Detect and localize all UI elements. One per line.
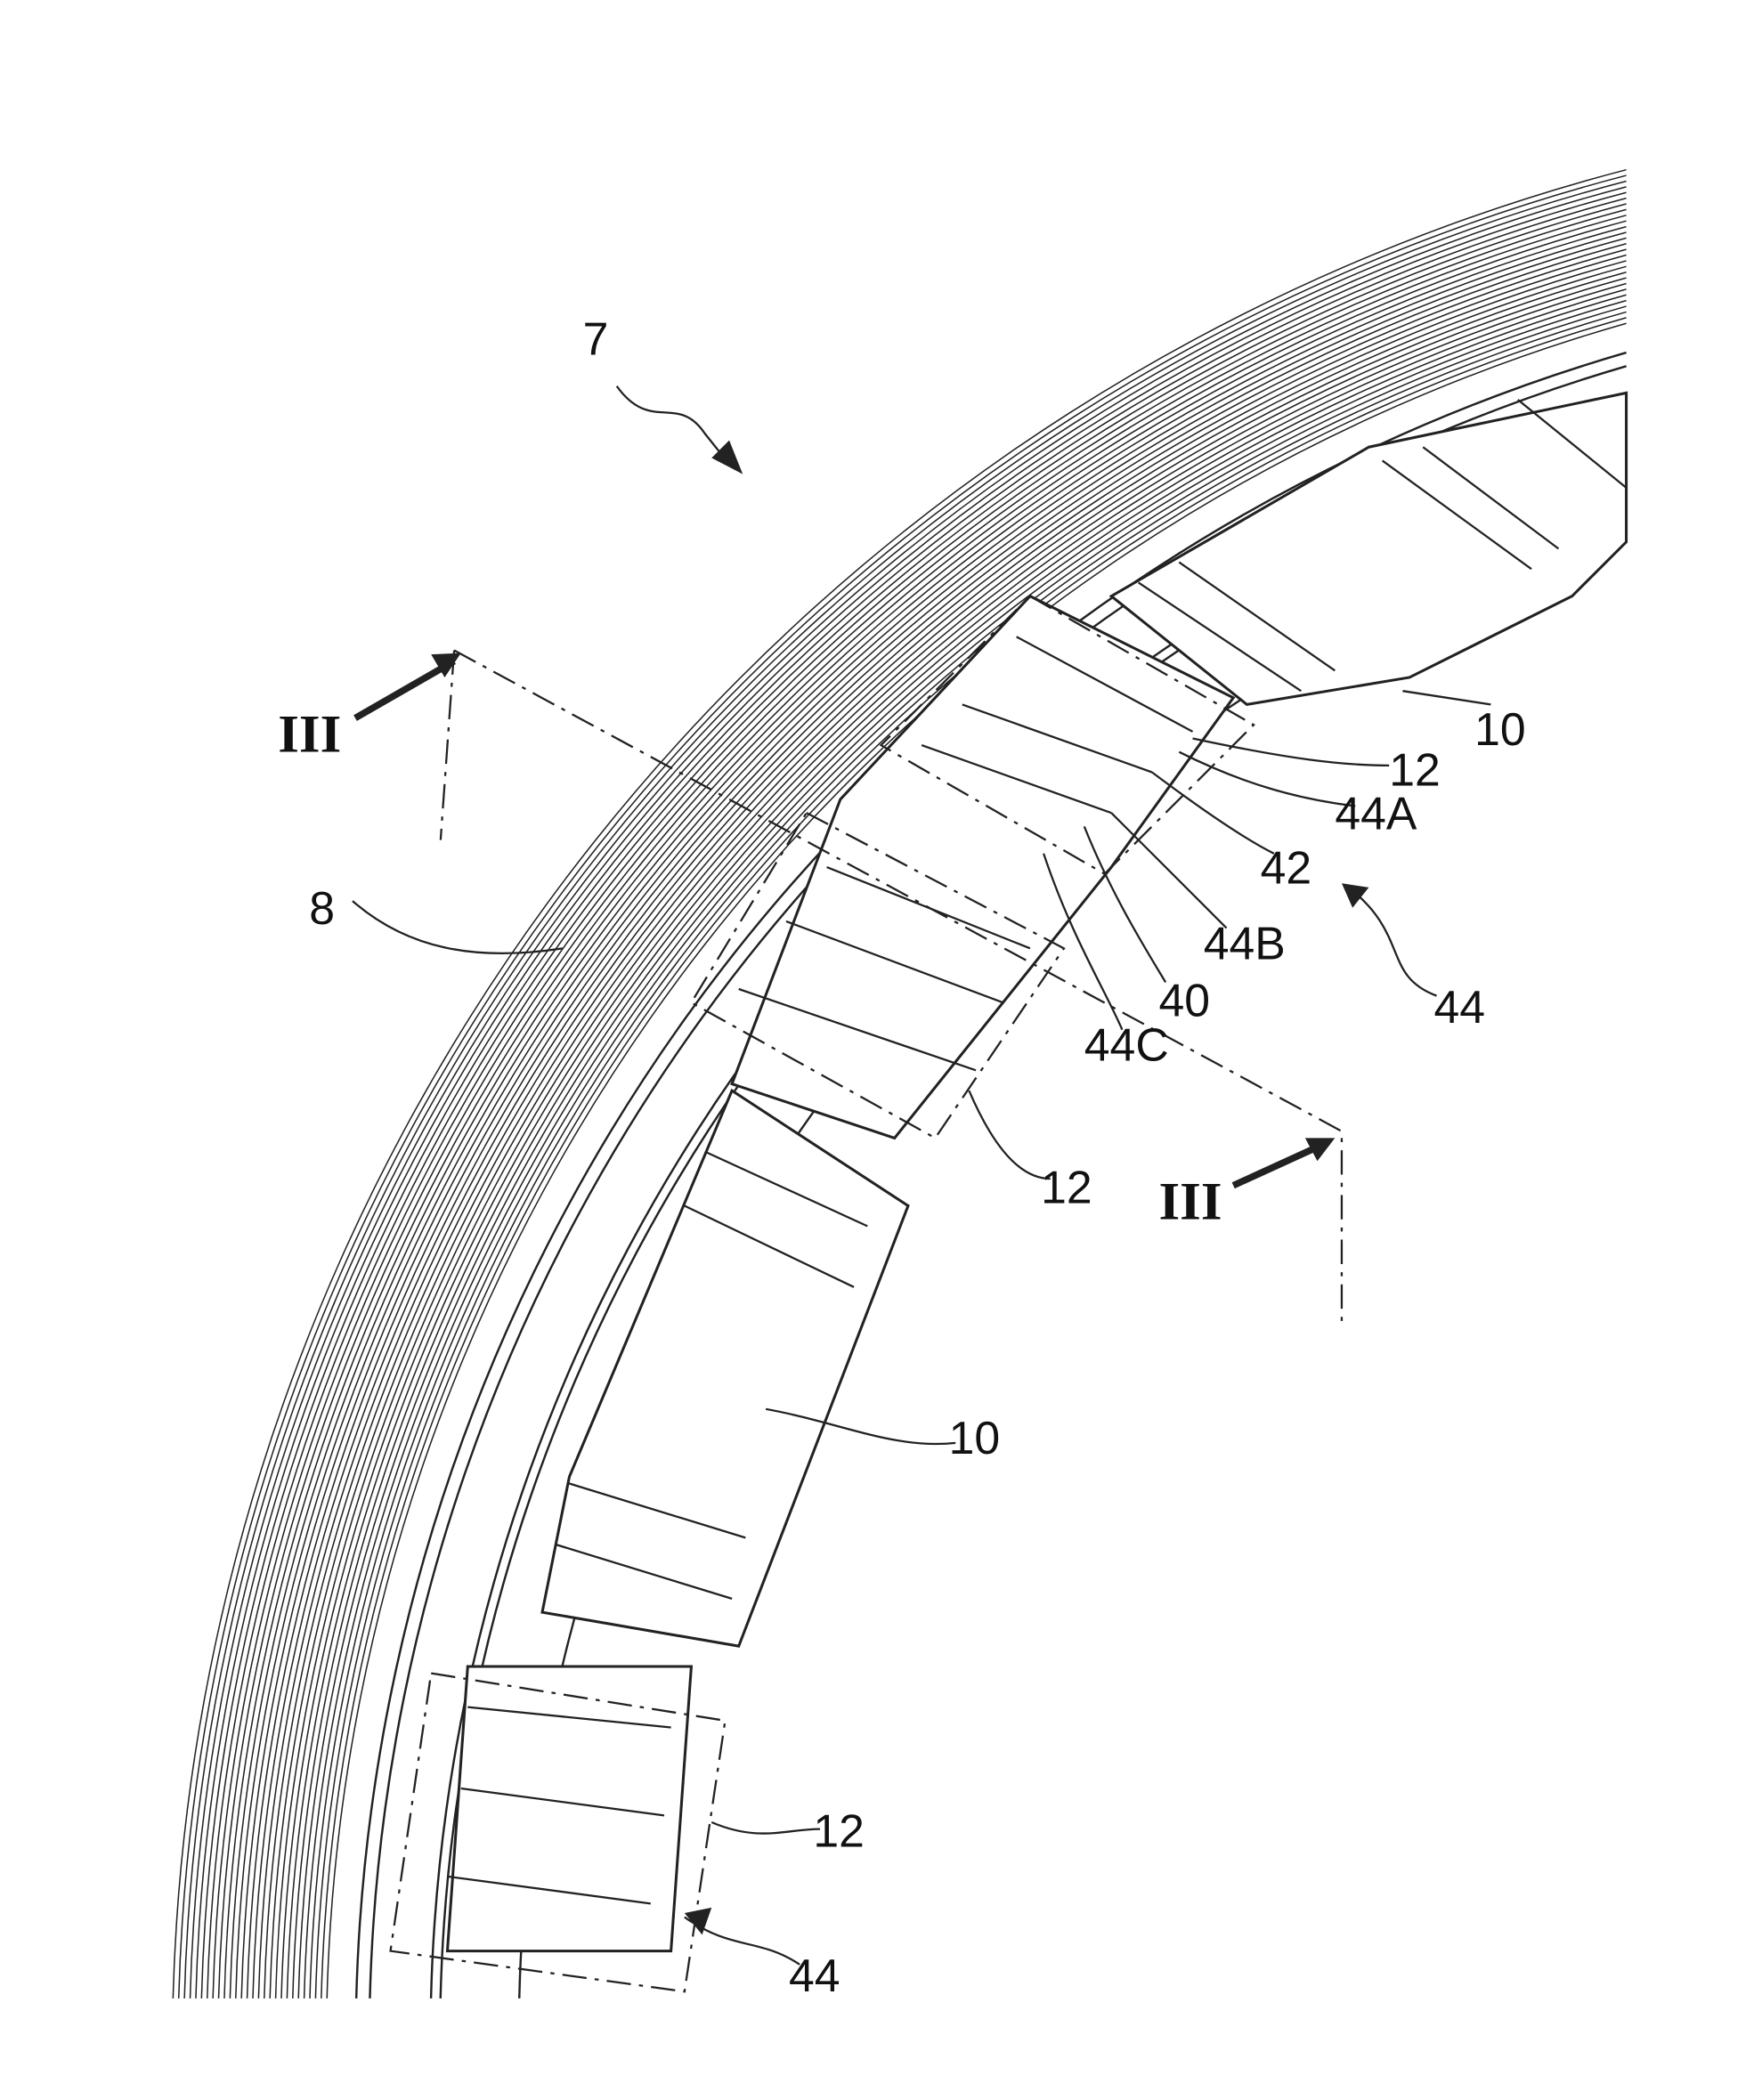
label-42: 42 <box>1261 841 1312 893</box>
label-12-bottom: 12 <box>813 1804 865 1856</box>
label-40: 40 <box>1158 974 1210 1026</box>
label-44B: 44B <box>1204 918 1286 969</box>
ring-line <box>234 231 1627 1999</box>
label-10-mid: 10 <box>949 1412 1001 1464</box>
ring-line <box>326 322 1627 1999</box>
segments <box>445 391 1628 1953</box>
ring-line <box>286 282 1627 1999</box>
label-44A: 44A <box>1335 787 1417 839</box>
ring-line <box>195 191 1627 1999</box>
label-44C: 44C <box>1084 1019 1169 1071</box>
seal-outline-12-bottom <box>389 1672 727 1993</box>
segment-10-mid <box>540 1088 910 1648</box>
arrow-icon <box>1341 883 1369 908</box>
ring-line <box>252 248 1627 1999</box>
ring-line <box>172 168 1627 1999</box>
arrow-icon <box>431 653 461 677</box>
ring-line <box>212 208 1627 1999</box>
blade-slots-mid <box>555 1150 868 1600</box>
ring-line <box>200 197 1627 1999</box>
label-44-top: 44 <box>1433 981 1485 1033</box>
ring-line <box>223 220 1627 1999</box>
ring-line <box>206 203 1627 1999</box>
ring-line <box>274 271 1627 1999</box>
label-12-top: 12 <box>1389 744 1441 796</box>
ring-line <box>280 277 1627 1999</box>
seal-slots-lower <box>447 1706 671 1905</box>
label-7: 7 <box>583 313 609 365</box>
ring-line <box>177 174 1627 1999</box>
label-III-left: III <box>278 705 341 765</box>
segment-10-top <box>1108 391 1628 707</box>
seal-block-lower <box>445 1665 694 1953</box>
ring-line <box>303 299 1627 1999</box>
label-8: 8 <box>309 882 335 934</box>
ring-line <box>183 180 1627 1999</box>
section-line-III <box>439 649 1344 1328</box>
label-10-top: 10 <box>1474 703 1526 755</box>
label-12-mid: 12 <box>1041 1161 1092 1212</box>
label-III-right: III <box>1158 1172 1222 1232</box>
arrow-icon <box>684 1907 712 1935</box>
ring-line <box>309 305 1627 1999</box>
arrow-icon <box>1304 1138 1336 1162</box>
ring-line <box>269 265 1627 1999</box>
seal-outline-12-mid <box>689 811 1066 1139</box>
label-44-bottom: 44 <box>789 1950 840 2001</box>
arrow-icon <box>711 440 743 474</box>
ring-line <box>264 260 1627 1999</box>
ring-line <box>257 254 1627 1999</box>
ring-line <box>189 186 1627 1999</box>
arrowheads <box>431 440 1369 1935</box>
ring-line <box>321 317 1627 1999</box>
ring-line <box>354 351 1627 1999</box>
ring-line <box>314 311 1627 1999</box>
ring-line <box>246 243 1627 1999</box>
blade-slots-top <box>1138 399 1628 693</box>
ring-line <box>240 237 1627 1999</box>
ring-line <box>297 294 1627 1999</box>
ring-line <box>217 215 1627 1999</box>
ring-line <box>292 288 1627 1999</box>
ring-line <box>229 225 1627 1999</box>
